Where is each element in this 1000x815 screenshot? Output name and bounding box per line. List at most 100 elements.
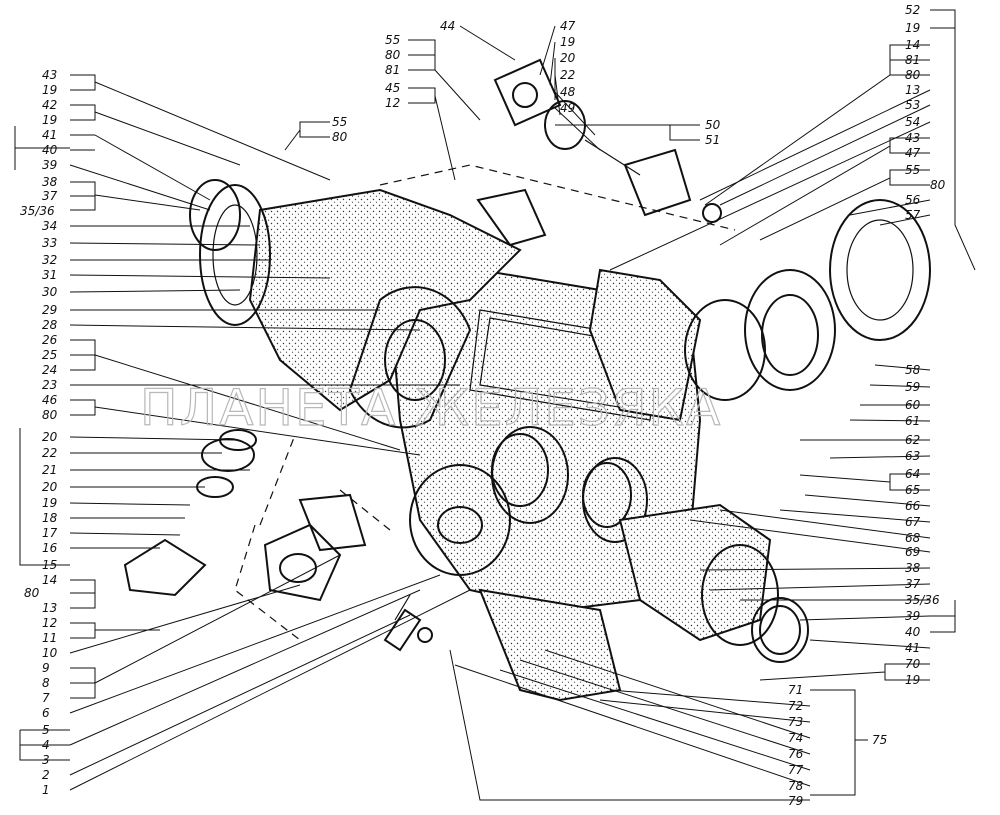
callout-label: 17 <box>42 526 58 540</box>
callout-label: 3 <box>42 753 50 767</box>
callout-label: 70 <box>905 657 921 671</box>
callout-label: 22 <box>560 68 575 82</box>
callout-label: 28 <box>42 318 58 332</box>
callout-label: 20 <box>42 430 58 444</box>
callout-label: 15 <box>42 558 57 572</box>
callout-label: 43 <box>42 68 57 82</box>
callout-label: 24 <box>42 363 57 377</box>
callout-label: 80 <box>332 130 348 144</box>
callout-label: 5 <box>42 723 50 737</box>
callout-label: 22 <box>42 446 57 460</box>
callout-label: 58 <box>905 363 921 377</box>
callout-label: 43 <box>905 131 920 145</box>
callout-label: 51 <box>705 133 720 147</box>
callout-label: 6 <box>42 706 50 720</box>
right-callouts: 52 19 14 81 80 13 53 54 43 47 55 80 56 5… <box>905 3 946 687</box>
callout-label: 78 <box>788 779 804 793</box>
callout-label: 14 <box>42 573 57 587</box>
callout-label: 66 <box>905 499 921 513</box>
callout-label: 60 <box>905 398 921 412</box>
callout-label: 47 <box>905 146 921 160</box>
callout-label: 44 <box>440 19 455 33</box>
callout-label: 57 <box>905 208 921 222</box>
left-callouts: 43 19 42 19 41 40 39 38 37 35/36 34 33 3… <box>20 68 58 797</box>
callout-label: 80 <box>905 68 921 82</box>
callout-label: 41 <box>42 128 57 142</box>
callout-label: 10 <box>42 646 58 660</box>
callout-label: 50 <box>705 118 721 132</box>
callout-label: 20 <box>560 51 576 65</box>
callout-label: 7 <box>42 691 50 705</box>
top-cover-parts <box>476 58 722 247</box>
callout-label: 14 <box>905 38 920 52</box>
callout-label: 55 <box>385 33 400 47</box>
callout-label: 19 <box>42 113 57 127</box>
callout-label: 40 <box>42 143 58 157</box>
callout-label: 19 <box>42 496 57 510</box>
callout-label: 65 <box>905 483 920 497</box>
callout-label: 12 <box>385 96 400 110</box>
callout-label: 19 <box>905 21 920 35</box>
watermark-text: ПЛАНЕТА ЖЕЛЕЗЯКА <box>140 379 722 437</box>
callout-label: 47 <box>560 19 576 33</box>
callout-label: 55 <box>332 115 347 129</box>
callout-label: 75 <box>872 733 887 747</box>
callout-label: 19 <box>560 35 575 49</box>
front-flange-group <box>409 464 809 663</box>
callout-label: 26 <box>42 333 58 347</box>
callout-label: 37 <box>42 189 58 203</box>
callout-label: 19 <box>905 673 920 687</box>
callout-label: 35/36 <box>20 204 55 218</box>
callout-label: 18 <box>42 511 58 525</box>
callout-label: 80 <box>42 408 58 422</box>
bottom-callouts: 71 72 73 74 75 76 77 78 79 <box>788 683 887 808</box>
callout-label: 4 <box>42 738 50 752</box>
callout-label: 76 <box>788 747 804 761</box>
callout-label: 56 <box>905 193 921 207</box>
callout-label: 80 <box>930 178 946 192</box>
callout-label: 72 <box>788 699 803 713</box>
left-side-parts <box>123 429 433 652</box>
callout-label: 80 <box>385 48 401 62</box>
callout-label: 1 <box>42 783 50 797</box>
callout-label: 63 <box>905 449 920 463</box>
callout-label: 64 <box>905 467 920 481</box>
callout-label: 38 <box>42 175 58 189</box>
leader-lines <box>14 9 976 801</box>
callout-label: 25 <box>42 348 57 362</box>
callout-label: 81 <box>385 63 400 77</box>
callout-label: 61 <box>905 414 920 428</box>
callout-label: 9 <box>42 661 50 675</box>
callout-label: 40 <box>905 625 921 639</box>
callout-label: 42 <box>42 98 57 112</box>
callout-label: 59 <box>905 380 920 394</box>
callout-label: 31 <box>42 268 57 282</box>
right-axle-housing <box>588 199 931 422</box>
left-axle-housing <box>189 179 522 429</box>
callout-label: 39 <box>42 158 57 172</box>
callout-label: 34 <box>42 219 57 233</box>
callout-label: 35/36 <box>905 593 940 607</box>
callout-label: 52 <box>905 3 920 17</box>
callout-label: 32 <box>42 253 57 267</box>
callout-label: 54 <box>905 115 920 129</box>
callout-label: 8 <box>42 676 50 690</box>
top-callouts: 55 80 81 45 12 44 47 19 20 22 48 49 50 5… <box>332 19 721 147</box>
callout-label: 80 <box>24 586 40 600</box>
callout-label: 30 <box>42 285 58 299</box>
callout-label: 79 <box>788 794 803 808</box>
callout-label: 46 <box>42 393 58 407</box>
callout-label: 62 <box>905 433 920 447</box>
callout-label: 55 <box>905 163 920 177</box>
callout-label: 39 <box>905 609 920 623</box>
dashed-exploded-guides <box>234 164 736 641</box>
callout-label: 19 <box>42 83 57 97</box>
callout-label: 73 <box>788 715 803 729</box>
callout-label: 81 <box>905 53 920 67</box>
callout-label: 48 <box>560 85 576 99</box>
callout-label: 71 <box>788 683 803 697</box>
callout-label: 67 <box>905 515 921 529</box>
callout-label: 20 <box>42 480 58 494</box>
